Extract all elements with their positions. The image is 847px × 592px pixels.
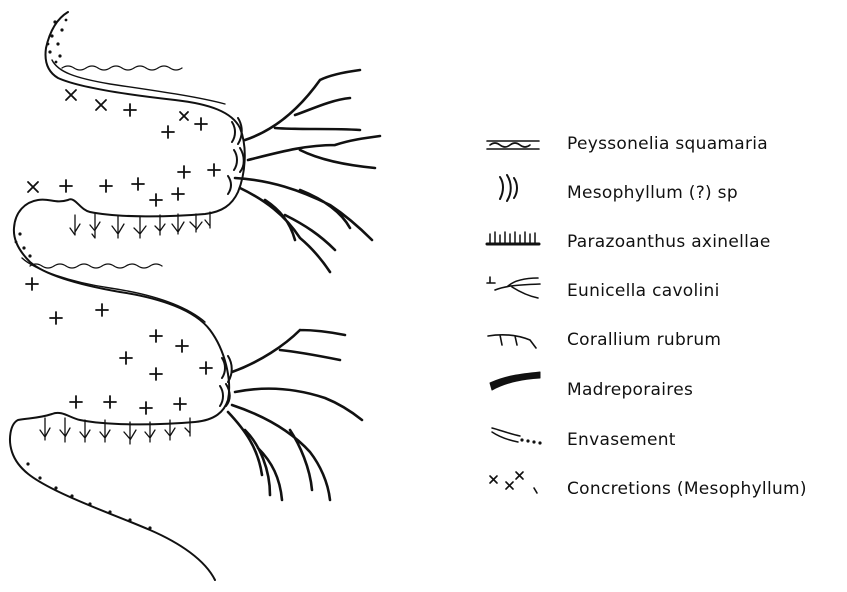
eunicella-symbol: [487, 277, 540, 298]
peyssonelia-symbol: [487, 141, 539, 149]
lower-outcrop: [15, 232, 362, 529]
legend-symbols: [487, 141, 542, 493]
upper-rock-outline: [10, 12, 245, 580]
lower-gorgonians: [228, 330, 362, 500]
madreporaires-symbol: [490, 372, 540, 390]
envasement-symbol: [492, 428, 542, 445]
upper-outcrop: [10, 12, 380, 580]
concretions-symbol: [490, 472, 537, 493]
upper-crust-loops: [62, 66, 182, 70]
lower-underside-fauna: [40, 418, 190, 444]
parazoanthus-symbol: [487, 232, 539, 244]
lower-concretions: [50, 304, 212, 414]
upper-concretions: [26, 90, 220, 290]
upper-mud-stipple: [47, 19, 68, 64]
lower-mud-stipple: [15, 232, 152, 529]
corallium-symbol: [488, 335, 536, 348]
lower-crust-loops: [30, 264, 162, 268]
mesophyllum-symbol: [500, 175, 517, 201]
upper-gorgonians: [235, 70, 380, 272]
